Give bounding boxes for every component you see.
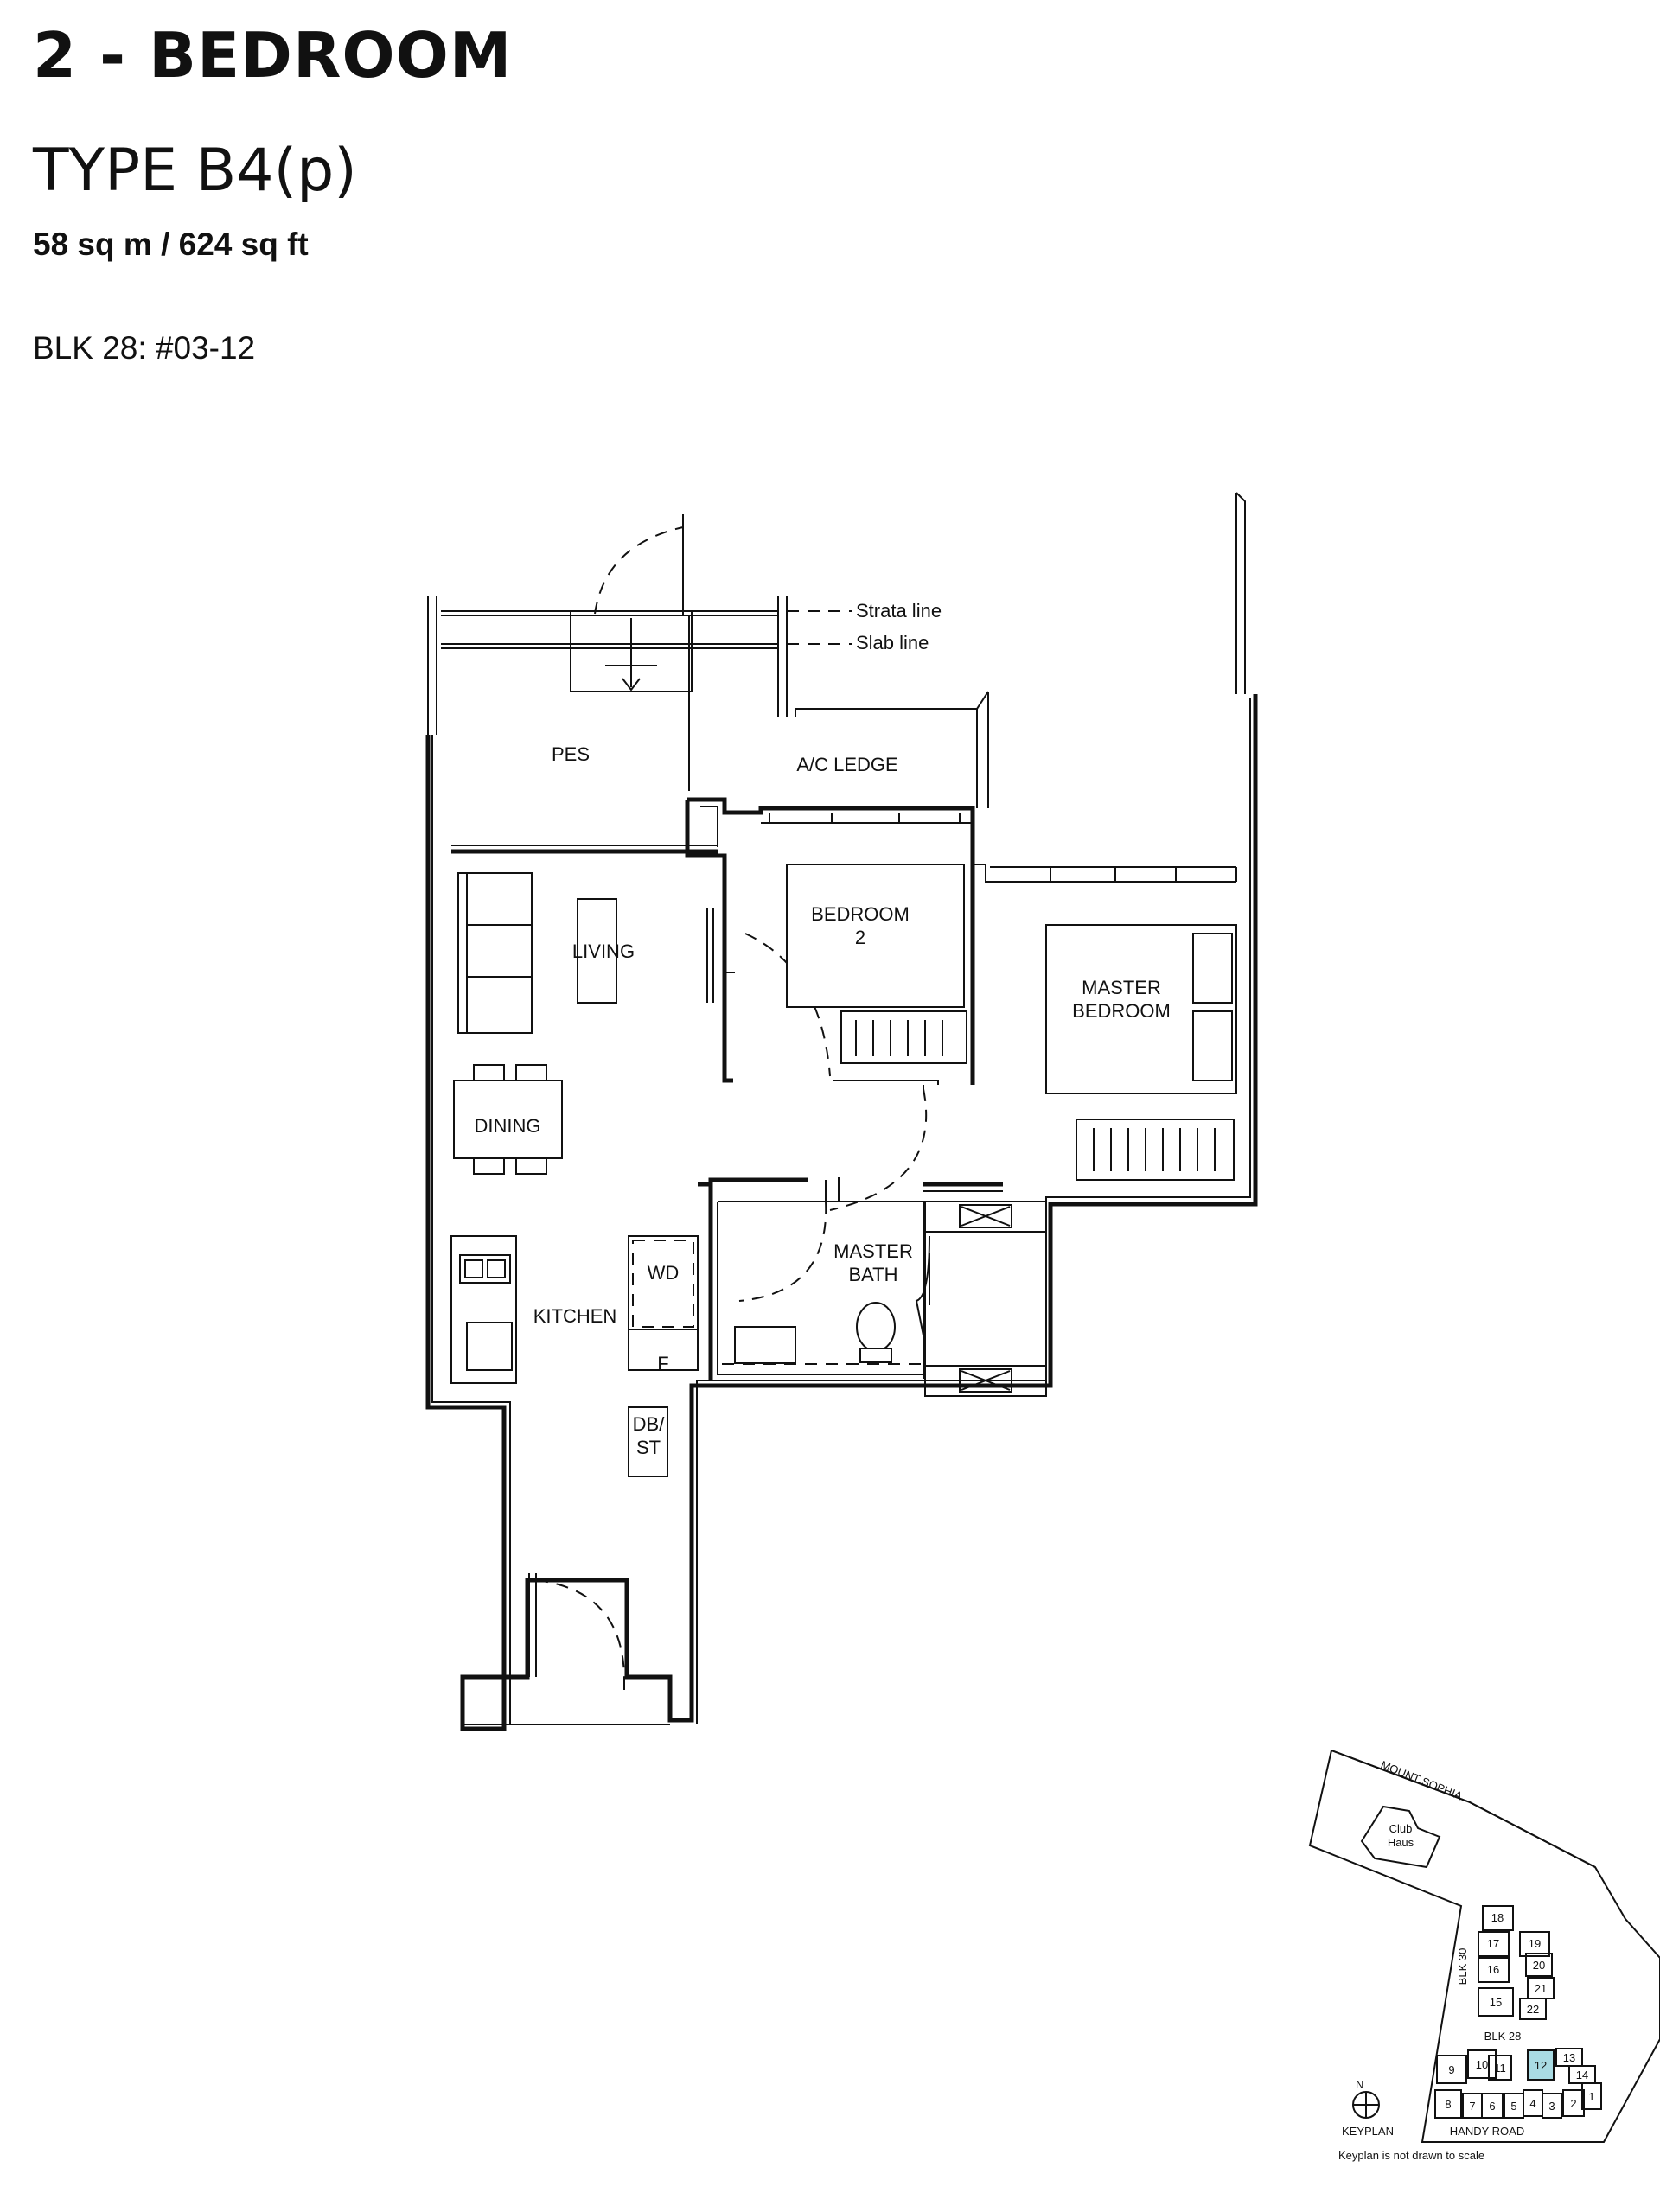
label-fridge: F	[657, 1353, 668, 1374]
svg-text:8: 8	[1445, 2098, 1451, 2111]
clubhouse-outline	[1360, 1805, 1441, 1869]
legend-slab-line: Slab line	[856, 632, 929, 653]
svg-text:6: 6	[1489, 2100, 1495, 2113]
entrance-door-swing	[535, 1579, 625, 1678]
keyplan-highlighted-unit	[1527, 2049, 1555, 2081]
keyplan-units-lower: 9 10 11 12 13 14 8 7 6 5 4 3 2 1	[1434, 2048, 1602, 2119]
label-db-st: DB/	[633, 1413, 666, 1435]
svg-text:4: 4	[1529, 2097, 1536, 2110]
svg-text:1: 1	[1588, 2090, 1594, 2103]
bath-vanity	[734, 1326, 796, 1364]
keyplan-clubhouse-2: Haus	[1388, 1836, 1414, 1849]
coffee-table	[577, 898, 617, 1004]
room-label-master-bedroom-2: BEDROOM	[1072, 1000, 1171, 1022]
bedroom2-bed	[786, 864, 965, 1008]
room-label-pes: PES	[552, 743, 590, 765]
dining-set	[453, 1064, 563, 1175]
bedroom2-door-swing	[744, 933, 831, 1077]
master-bed	[1045, 924, 1237, 1094]
keyplan-road-handy: HANDY ROAD	[1450, 2125, 1524, 2138]
svg-text:5: 5	[1510, 2100, 1516, 2113]
north-arrow-icon: N	[1352, 2078, 1380, 2119]
master-wardrobe	[1076, 1119, 1235, 1181]
room-label-kitchen: KITCHEN	[533, 1305, 617, 1327]
room-label-bedroom2-num: 2	[855, 927, 865, 948]
svg-text:15: 15	[1490, 1996, 1502, 2009]
svg-text:20: 20	[1533, 1959, 1545, 1972]
svg-text:9: 9	[1448, 2063, 1454, 2076]
keyplan-blk28: BLK 28	[1484, 2030, 1522, 2043]
label-db-st-2: ST	[636, 1437, 661, 1458]
bedroom2-wardrobe	[840, 1010, 967, 1064]
svg-text:7: 7	[1469, 2100, 1475, 2113]
corridor-swing	[829, 1088, 928, 1211]
toilet	[856, 1302, 896, 1363]
svg-text:12: 12	[1535, 2059, 1547, 2072]
unit-reference: BLK 28: #03-12	[33, 330, 256, 366]
room-label-bedroom2: BEDROOM	[811, 903, 910, 925]
floor-plan: PES A/C LEDGE BEDROOM 2 LIVING MASTER BE…	[425, 492, 1258, 1731]
svg-text:10: 10	[1476, 2058, 1488, 2071]
keyplan-road-mount-sophia: MOUNT SOPHIA	[1379, 1758, 1465, 1803]
svg-text:22: 22	[1527, 2003, 1539, 2016]
room-label-dining: DINING	[475, 1115, 541, 1137]
living-sofa	[457, 872, 533, 1034]
keyplan-label: KEYPLAN	[1342, 2125, 1394, 2138]
svg-text:18: 18	[1491, 1911, 1504, 1924]
room-label-ac-ledge: A/C LEDGE	[796, 754, 897, 775]
svg-text:21: 21	[1535, 1982, 1547, 1995]
kitchen-hob	[459, 1254, 511, 1284]
keyplan-note: Keyplan is not drawn to scale	[1338, 2149, 1484, 2162]
washer-dryer-outline	[632, 1240, 694, 1328]
outer-wall	[425, 694, 1258, 1731]
room-label-master-bedroom: MASTER	[1082, 977, 1161, 998]
svg-text:17: 17	[1487, 1937, 1499, 1950]
room-label-living: LIVING	[572, 940, 635, 962]
room-label-master-bath-2: BATH	[848, 1264, 897, 1285]
svg-text:13: 13	[1563, 2051, 1575, 2064]
svg-text:19: 19	[1529, 1937, 1541, 1950]
keyplan: MOUNT SOPHIA Club Haus BLK 30 18 17 19 1…	[1308, 1749, 1660, 2162]
svg-text:2: 2	[1570, 2097, 1576, 2110]
unit-area: 58 sq m / 624 sq ft	[33, 226, 309, 262]
keyplan-units-upper: 18 17 19 16 20 21 15 22	[1478, 1905, 1555, 2020]
bedroom-category-title: 2 - BEDROOM	[33, 19, 513, 92]
svg-text:N: N	[1356, 2078, 1363, 2091]
kitchen-sink	[466, 1322, 513, 1371]
bath-door-swing	[738, 1201, 827, 1302]
keyplan-blk30: BLK 30	[1456, 1948, 1469, 1986]
room-label-master-bath: MASTER	[833, 1240, 913, 1262]
pes-door-swing	[594, 526, 684, 615]
svg-text:16: 16	[1487, 1963, 1499, 1976]
svg-text:11: 11	[1494, 2062, 1506, 2075]
svg-text:14: 14	[1576, 2069, 1588, 2081]
label-wd: WD	[648, 1262, 680, 1284]
legend-strata-line: Strata line	[856, 600, 942, 622]
unit-type-title: TYPE B4(p)	[33, 137, 357, 205]
keyplan-clubhouse: Club	[1389, 1822, 1413, 1835]
svg-text:3: 3	[1548, 2100, 1555, 2113]
